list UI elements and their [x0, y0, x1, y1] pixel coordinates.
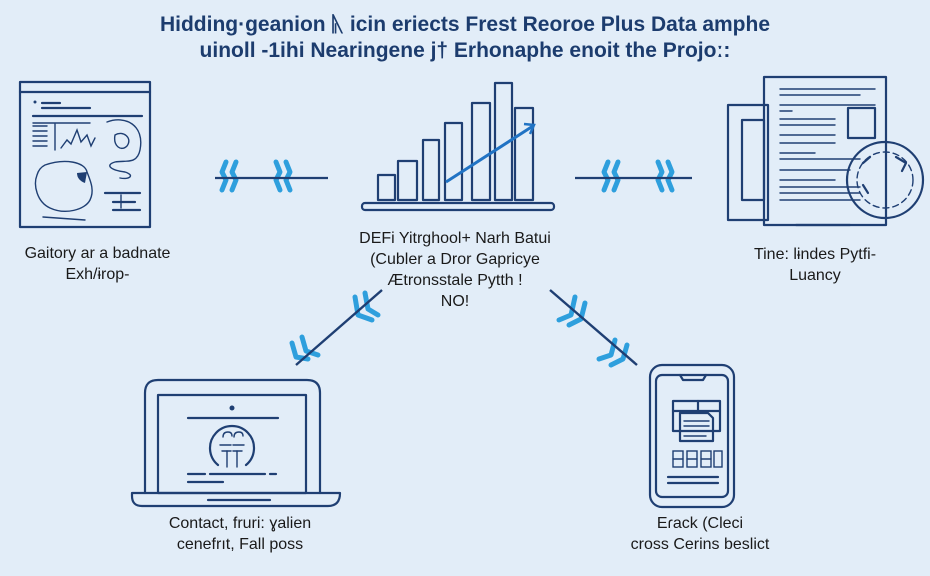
diagonal-arrow-connector-right [549, 289, 638, 368]
title-line-2: uinoll -1ihi Nearingene j† Erhonaphe eno… [199, 39, 731, 62]
double-arrow-connector-right [575, 159, 692, 193]
smartphone-icon [648, 363, 736, 509]
center-node-label: DEFi Yitrghool+ Narh Batui (Cubler a Dro… [320, 228, 590, 312]
bar-chart-icon [360, 81, 556, 212]
label-line: Eɾack (Cleci [656, 515, 744, 532]
label-line: DEFi Yitrghool+ Narh Batui [359, 230, 551, 247]
document-refresh-icon [726, 75, 925, 227]
label-line: Contact, fruri: ɣalien [168, 515, 312, 532]
label-line: Exһ/ɨrop- [65, 266, 130, 283]
diagonal-arrow-connector-left [289, 289, 383, 366]
label-line: cenefrıt, Fall poss [176, 536, 304, 553]
laptop-icon [130, 378, 342, 508]
double-arrow-connector-left [215, 159, 328, 193]
right-node-label: Tine: lɨndes Pytfi- Luancy [730, 244, 900, 286]
left-node-label: Gaitory ar a badnate Exһ/ɨrop- [0, 243, 195, 285]
label-line: NO! [440, 293, 470, 310]
label-line: (Cubler a Dror Gapricye [370, 251, 540, 268]
label-line: cross Cerins beslict [630, 536, 770, 553]
bottom-right-node-label: Eɾack (Cleci cross Cerins beslict [590, 513, 810, 555]
diagram-title: Hidding·geanion ᚣ icin eriects Frest Reo… [0, 12, 930, 64]
label-line: Ætronsstale Pytth ! [387, 272, 523, 289]
label-line: Luancy [789, 267, 841, 284]
label-line: Tine: lɨndes Pytfi- [753, 246, 877, 263]
title-line-1: Hidding·geanion ᚣ icin eriects Frest Reo… [159, 13, 771, 36]
document-map-icon [18, 80, 152, 229]
bottom-left-node-label: Contact, fruri: ɣalien cenefrıt, Fall po… [130, 513, 350, 555]
label-line: Gaitory ar a badnate [24, 245, 171, 262]
